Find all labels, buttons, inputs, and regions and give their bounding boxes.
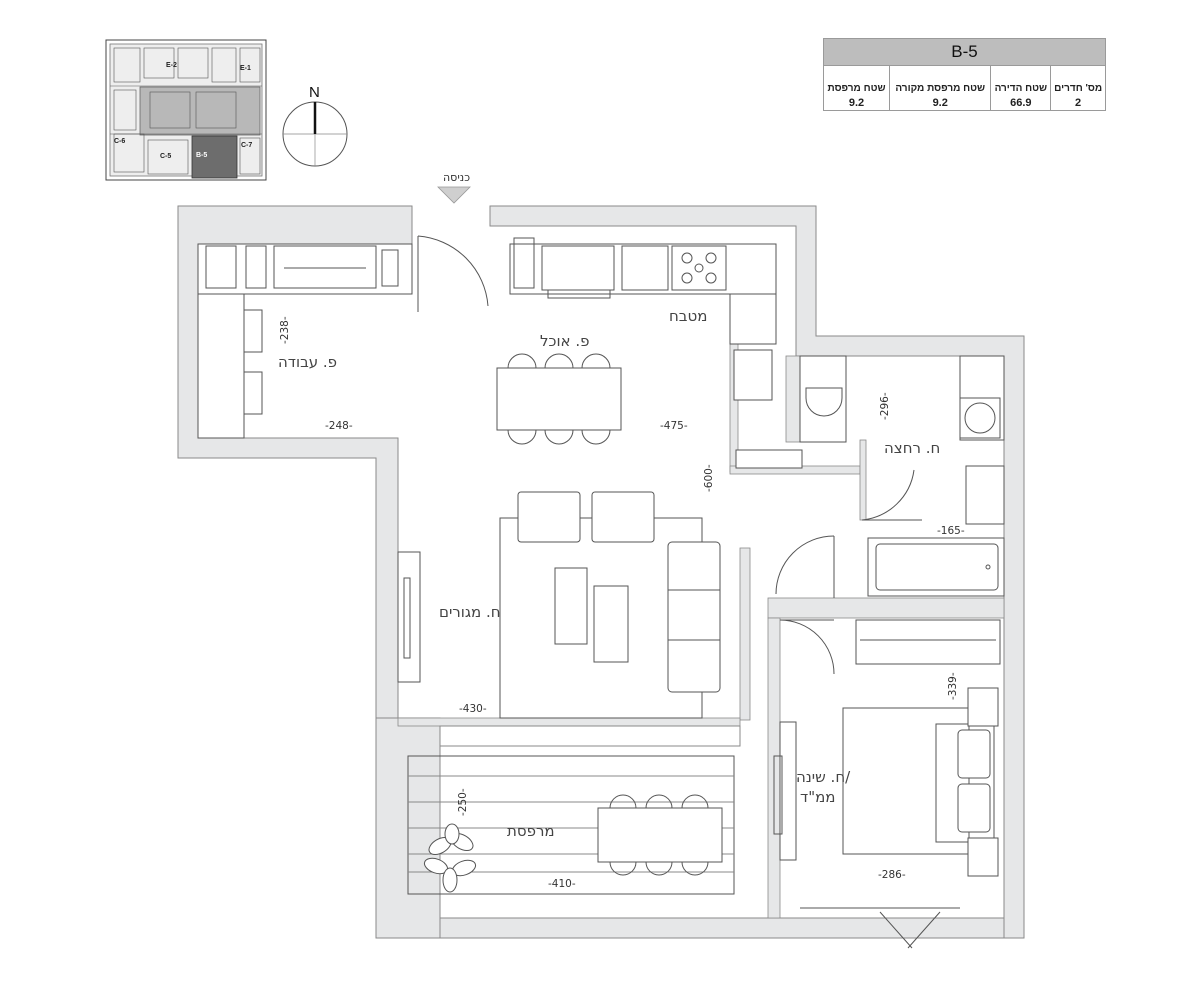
living-width-dim: -430- (459, 703, 487, 715)
balcony-area-value: 9.2 (822, 96, 891, 111)
bathroom-sink-icon (965, 465, 1005, 525)
plant-icon (423, 823, 477, 893)
entrance-label: כניסה (443, 171, 470, 184)
dining-table (496, 353, 622, 445)
washing-machine-icon (959, 397, 1001, 439)
north-label: N (309, 84, 320, 101)
roofed-balcony-header: שטח מרפסת מקורה (889, 65, 992, 96)
toilet-icon (805, 387, 843, 417)
bath-height-dim: -296- (879, 392, 891, 420)
living-room-furniture (397, 491, 721, 719)
bedroom-furniture (773, 619, 1001, 877)
dining-width-dim: -475- (660, 420, 688, 432)
key-plan-label-e1: E-1 (240, 65, 251, 72)
bedroom-label-line2: ממ"ד (800, 788, 835, 806)
living-height-dim: -600- (703, 464, 715, 492)
rooms-header: מס' חדרים (1050, 65, 1106, 96)
key-plan-label-c5: C-5 (160, 153, 171, 160)
unit-code: B-5 (823, 38, 1106, 66)
work-area-label: פ. עבודה (278, 353, 337, 371)
work-desk (197, 293, 263, 439)
bathroom-label: ח. רחצה (884, 439, 940, 457)
balcony-deck (407, 725, 741, 895)
bed-icon (842, 707, 970, 855)
key-plan-label-c7: C-7 (241, 142, 252, 149)
work-width-dim: -248- (325, 420, 353, 432)
bathtub-icon (867, 537, 1005, 597)
bed-width-dim: -286- (878, 869, 906, 881)
compass-icon: N (282, 84, 348, 167)
rooms-value: 2 (1050, 96, 1106, 111)
balcony-label: מרפסת (507, 822, 555, 840)
apartment-area-value: 66.9 (990, 96, 1052, 111)
balcony-area-header: שטח מרפסת (822, 65, 891, 96)
kitchen-label: מטבח (669, 307, 707, 325)
dining-label: פ. אוכל (540, 332, 589, 350)
doors (417, 235, 960, 949)
bed-height-dim: -339- (947, 672, 959, 700)
bedroom-label-line1: ח. שינה/ (796, 768, 851, 786)
work-height-dim: -238- (279, 316, 291, 344)
key-plan-label-b5: B-5 (196, 152, 207, 159)
unit-area-table: B-5 מס' חדרים שטח הדירה שטח מרפסת מקורה … (822, 38, 1106, 111)
roofed-balcony-value: 9.2 (889, 96, 992, 111)
key-plan-label-c6: C-6 (114, 138, 125, 145)
key-plan: E-2 E-1 C-6 C-5 B-5 C-7 (105, 39, 267, 181)
entrance-arrow-icon (437, 186, 471, 204)
bath-width-dim: -165- (937, 525, 965, 537)
key-plan-label-e2: E-2 (166, 62, 177, 69)
balcony-width-dim: -410- (548, 878, 576, 890)
balcony-height-dim: -250- (457, 788, 469, 816)
stove-icon (671, 245, 727, 291)
bathroom-fixtures (799, 355, 1005, 597)
kitchen-counter (197, 237, 803, 469)
living-room-label: ח. מגורים (439, 603, 501, 621)
apartment-area-header: שטח הדירה (990, 65, 1052, 96)
